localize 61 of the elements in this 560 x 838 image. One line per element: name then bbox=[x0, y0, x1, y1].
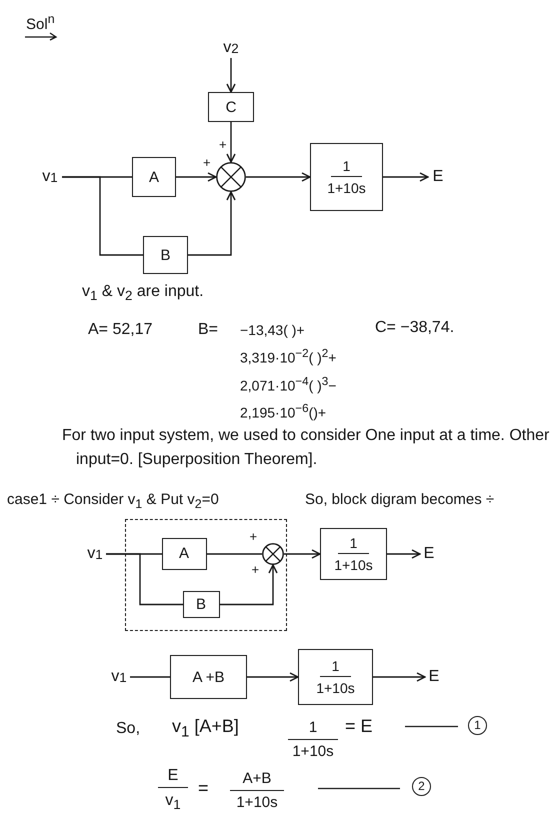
arrow bbox=[387, 549, 421, 559]
fraction-denominator: 1+10s bbox=[316, 679, 355, 697]
arrow bbox=[373, 672, 426, 682]
dashed-boundary bbox=[125, 519, 287, 631]
paragraph-text: For two input system, we used to consider One input at a time. Other input=0. [Superposition Theorem]. bbox=[62, 426, 550, 470]
fraction-numerator: A+B bbox=[230, 768, 284, 791]
fraction-numerator: 1 bbox=[338, 534, 370, 554]
connector-line bbox=[62, 176, 143, 256]
gain-block: A bbox=[132, 157, 176, 197]
statement-text: So, bbox=[116, 719, 140, 739]
plus-sign: + bbox=[219, 138, 227, 152]
statement-text: So, block digram becomes ÷ bbox=[305, 490, 494, 510]
equation-text: = E bbox=[345, 716, 373, 736]
equation-number: 2 bbox=[412, 777, 431, 796]
signal-label: E bbox=[428, 166, 448, 188]
arrow bbox=[188, 191, 236, 256]
polynomial-text: −13,43( )+ 3,319·10$^{−2}$( )$^{2}$+ 2,071·10$^{−4}$( )$^{3}$− 2,195·10$^{−6}$()+ bbox=[240, 321, 338, 423]
plus-sign: + bbox=[252, 562, 260, 576]
arrow bbox=[226, 58, 236, 93]
summing-junction bbox=[216, 162, 246, 192]
plus-sign: + bbox=[203, 156, 211, 170]
heading: Sol$^{n}$ bbox=[26, 12, 55, 33]
arrow bbox=[247, 672, 299, 682]
arrow bbox=[246, 172, 311, 182]
signal-label: E bbox=[425, 666, 443, 688]
equation-text: = bbox=[198, 778, 209, 798]
fraction-numerator: 1 bbox=[320, 657, 352, 677]
gain-block: A +B bbox=[170, 655, 247, 699]
transfer-function-block bbox=[298, 649, 373, 705]
fraction-denominator: 1+10s bbox=[235, 793, 279, 813]
fraction-denominator: 1+10s bbox=[334, 556, 373, 574]
fraction-denominator: 1+10s bbox=[291, 742, 335, 762]
equation-text: C= −38,74. bbox=[375, 318, 454, 338]
statement-text: case1 ÷ Consider v$_{1}$ & Put v$_{2}$=0 bbox=[7, 490, 219, 513]
arrow bbox=[383, 172, 429, 182]
arrow bbox=[226, 122, 236, 163]
fraction-numerator: 1 bbox=[288, 717, 338, 740]
equation-text: A= 52,17 bbox=[88, 320, 152, 340]
transfer-function-block bbox=[310, 143, 383, 211]
arrow bbox=[284, 549, 321, 559]
gain-block: B bbox=[143, 236, 188, 274]
connector-line bbox=[207, 553, 262, 555]
arrow bbox=[176, 172, 217, 182]
statement-text: v$_{1}$ & v$_{2}$ are input. bbox=[82, 282, 204, 306]
equation-text: v$_{1}$ [A+B] bbox=[172, 716, 239, 743]
equation-text: B= bbox=[198, 320, 218, 340]
gain-block: C bbox=[208, 92, 254, 122]
fraction-denominator: v$_{1}$ bbox=[164, 791, 182, 814]
gain-block: B bbox=[182, 590, 220, 618]
fraction-numerator: E bbox=[158, 765, 188, 788]
plus-sign: + bbox=[250, 530, 258, 544]
connector-line bbox=[130, 676, 170, 678]
fraction-numerator: 1 bbox=[330, 157, 362, 177]
gain-block: A bbox=[162, 538, 206, 570]
fraction-denominator: 1+10s bbox=[327, 179, 366, 197]
equation-number: 1 bbox=[468, 716, 487, 735]
connector-line bbox=[106, 553, 183, 606]
transfer-function-block bbox=[320, 528, 387, 580]
arrow bbox=[220, 564, 278, 606]
signal-label: E bbox=[420, 543, 438, 565]
summing-junction bbox=[262, 542, 284, 564]
